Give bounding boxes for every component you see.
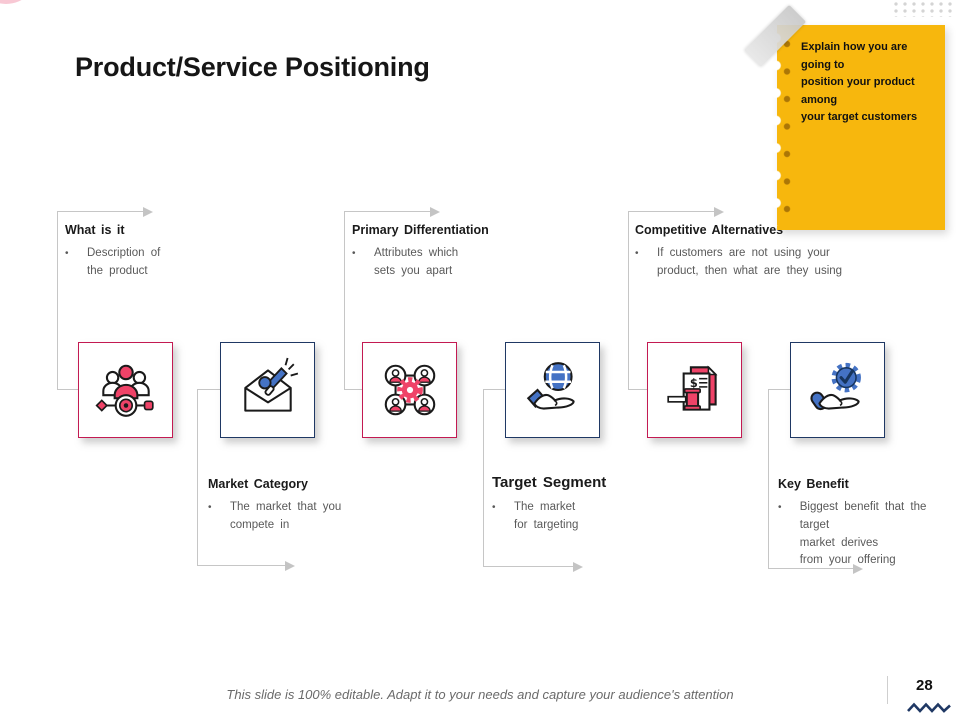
dot-grid-decoration	[893, 1, 955, 17]
connector-arrow-icon	[430, 207, 440, 217]
connector-line	[344, 211, 430, 213]
connector-line	[344, 211, 346, 389]
section-primary-differentiation: Primary Differentiation • Attributes whi…	[352, 223, 562, 281]
connector-line	[768, 389, 790, 391]
audience-target-icon	[94, 364, 154, 417]
section-title: Target Segment	[492, 474, 607, 491]
sticky-note: Explain how you are going to position yo…	[777, 25, 945, 230]
hand-globe-icon	[526, 362, 575, 410]
zigzag-icon	[907, 702, 951, 713]
bullet-marker: •	[492, 502, 496, 513]
sticky-note-line: position your product among	[801, 76, 915, 106]
connector-line	[197, 389, 199, 566]
connector-line	[628, 211, 630, 389]
connector-line	[57, 389, 78, 391]
connector-line	[57, 211, 143, 213]
section-title: Market Category	[208, 477, 308, 491]
bullet-marker: •	[352, 248, 356, 259]
envelope-megaphone-icon	[243, 357, 298, 412]
connector-arrow-icon	[143, 207, 153, 217]
bullet-marker: •	[635, 248, 639, 259]
icon-box-key-benefit	[790, 342, 885, 438]
page-number-divider	[887, 676, 889, 704]
connector-line	[344, 389, 362, 391]
sticky-note-line: Explain how you are going to	[801, 41, 908, 71]
section-title: Primary Differentiation	[352, 223, 489, 237]
connector-line	[57, 211, 59, 389]
connector-line	[628, 211, 714, 213]
connector-arrow-icon	[853, 564, 863, 574]
connector-line	[197, 389, 220, 391]
document-gavel-icon: $	[666, 365, 717, 411]
bullet-marker: •	[778, 502, 782, 513]
sticky-note-text: Explain how you are going to position yo…	[801, 39, 935, 127]
section-title: Key Benefit	[778, 477, 849, 491]
footer-note: This slide is 100% editable. Adapt it to…	[226, 687, 734, 702]
section-key-benefit: Key Benefit • Biggest benefit that the t…	[778, 477, 958, 570]
pink-ring-decoration	[0, 0, 40, 4]
connector-arrow-icon	[573, 562, 583, 572]
icon-box-what-is-it	[78, 342, 173, 438]
section-title: Competitive Alternatives	[635, 223, 784, 237]
icon-box-target-segment	[505, 342, 600, 438]
note-hole-shadows	[782, 38, 794, 228]
icon-box-competitive-alternatives: $	[647, 342, 742, 438]
connector-line	[628, 389, 647, 391]
hand-gear-icon	[809, 362, 861, 411]
section-title: What is it	[65, 223, 125, 237]
section-competitive-alternatives: Competitive Alternatives • If customers …	[635, 223, 875, 281]
connector-line	[768, 389, 770, 568]
icon-box-market-category	[220, 342, 315, 438]
connector-line	[197, 565, 285, 567]
page-number: 28	[916, 677, 933, 694]
connector-line	[483, 389, 485, 567]
connector-arrow-icon	[285, 561, 295, 571]
connector-arrow-icon	[714, 207, 724, 217]
page-title: Product/Service Positioning	[75, 52, 430, 82]
svg-text:$: $	[689, 376, 697, 390]
network-gear-icon	[384, 364, 435, 416]
connector-line	[483, 566, 573, 568]
bullet-marker: •	[208, 502, 212, 513]
sticky-note-line: your target customers	[801, 111, 918, 124]
note-torn-holes	[769, 30, 784, 226]
connector-line	[483, 389, 505, 391]
bullet-marker: •	[65, 248, 69, 259]
connector-line	[768, 568, 853, 570]
icon-box-primary-differentiation	[362, 342, 457, 438]
